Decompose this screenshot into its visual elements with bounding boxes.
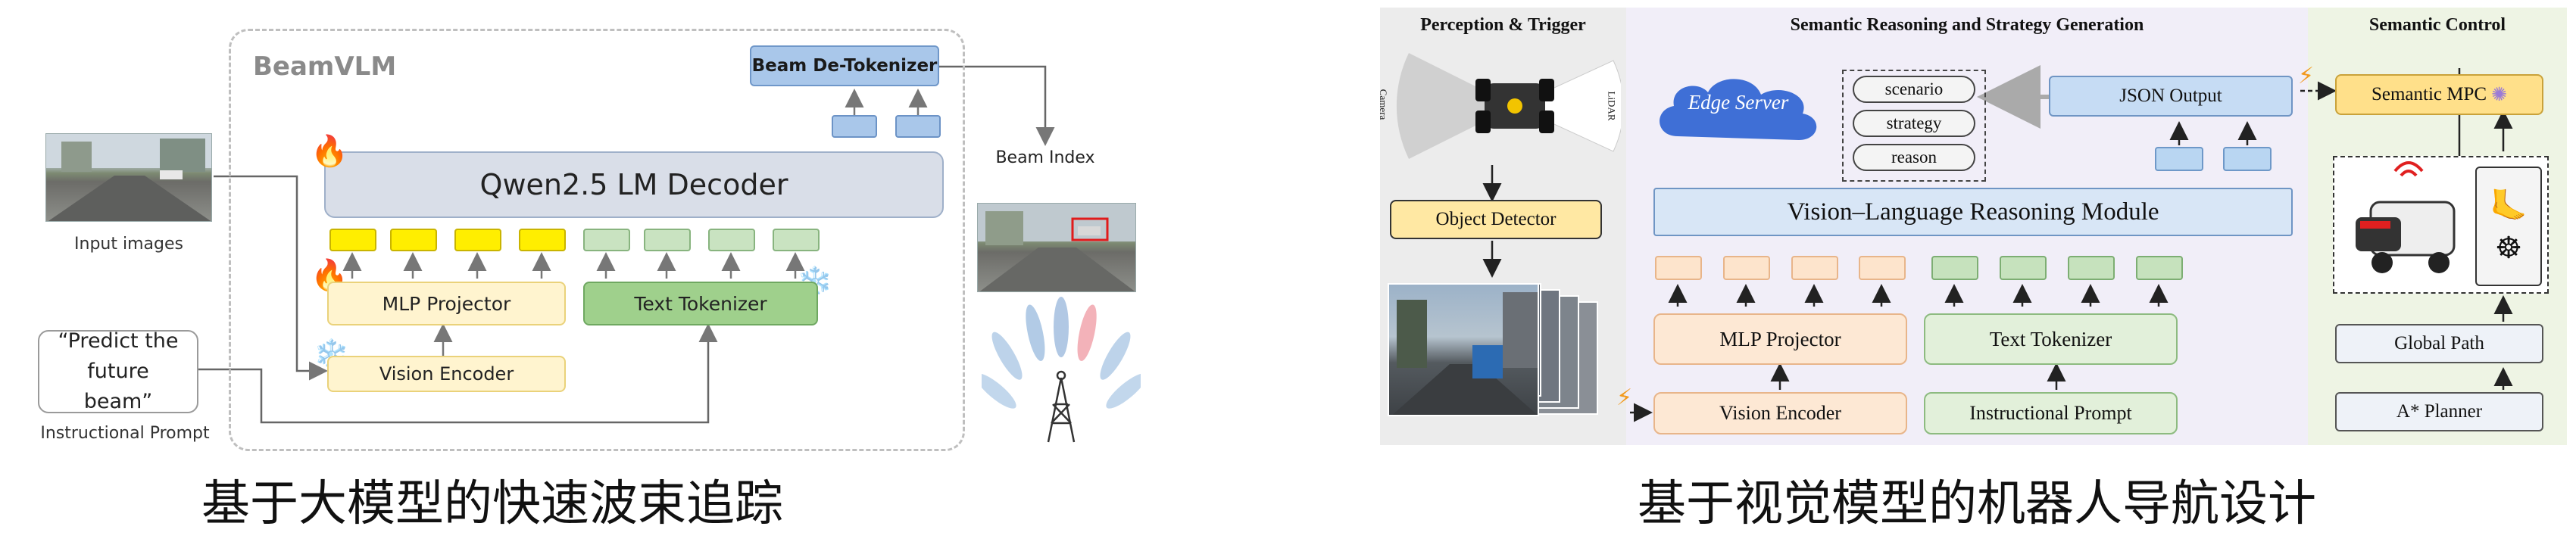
vision-token [454,229,501,251]
text-token [2000,256,2047,280]
text-tokenizer-box: Text Tokenizer [1924,313,2178,365]
lm-decoder-box: Qwen2.5 LM Decoder [324,151,944,218]
controls-panel: 🦶 ☸ [2475,167,2542,286]
svg-text:⚡: ⚡ [2298,63,2314,89]
text-tokenizer-label: Text Tokenizer [1989,327,2112,350]
text-tokenizer-label: Text Tokenizer [634,292,767,315]
vision-encoder-box: Vision Encoder [1653,392,1907,434]
vision-token [519,229,566,251]
mlp-projector-box: MLP Projector [327,282,566,325]
vision-token [1791,256,1838,280]
beamvlm-container [229,29,965,451]
semantic-title: Semantic Reasoning and Strategy Generati… [1790,15,2144,35]
json-field-scenario: scenario [1853,76,1975,103]
object-detector-box: Object Detector [1390,200,1602,239]
delivery-robot-icon [2356,161,2456,273]
camera-label: Camera [1378,89,1390,120]
text-token [1931,256,1978,280]
text-token [708,229,755,251]
edge-server-cloud-icon [1660,79,1817,140]
output-token [895,115,941,138]
perception-title: Perception & Trigger [1420,15,1586,35]
vlrm-box: Vision–Language Reasoning Module [1653,188,2293,236]
gear-icon: ✺ [2491,85,2508,105]
text-token [2136,256,2183,280]
lm-decoder-label: Qwen2.5 LM Decoder [479,168,788,201]
brake-pedal-icon: 🦶 [2490,188,2528,223]
text-tokenizer-box: Text Tokenizer [583,282,818,325]
mlp-projector-box: MLP Projector [1653,313,1907,365]
beamvlm-title: BeamVLM [253,51,397,82]
vision-token [1655,256,1702,280]
beam-detokenizer-box: Beam De-Tokenizer [750,45,939,86]
street-scene-icon [46,134,211,221]
mlp-projector-label: MLP Projector [1719,327,1841,350]
vision-token [329,229,376,251]
beam-detokenizer-label: Beam De-Tokenizer [751,56,938,76]
beam-index-label: Beam Index [995,148,1095,167]
control-title: Semantic Control [2368,15,2506,35]
left-caption: 基于大模型的快速波束追踪 [201,476,783,532]
semantic-mpc-label: Semantic MPC [2371,84,2487,104]
camera-frame-front [1388,283,1539,416]
street-scene-icon [978,204,1135,291]
json-output-label: JSON Output [2119,86,2222,106]
json-field-strategy: strategy [1853,110,1975,137]
vlrm-label: Vision–Language Reasoning Module [1787,198,2159,226]
input-image [45,133,212,222]
steering-wheel-icon: ☸ [2495,230,2522,266]
prompt-box: “Predict the future beam” [38,329,198,413]
vision-encoder-label: Vision Encoder [1719,402,1841,424]
json-field-reason: reason [1853,144,1975,171]
edge-server-label: Edge Server [1688,91,1789,114]
flame-icon: 🔥 [311,134,348,169]
vision-token [1859,256,1906,280]
global-path-box: Global Path [2335,324,2543,363]
prompt-label: Instructional Prompt [40,424,210,443]
text-token [773,229,820,251]
vision-encoder-label: Vision Encoder [379,363,514,385]
lidar-label: LiDAR [1606,91,1618,121]
semantic-mpc-box: Semantic MPC ✺ [2335,74,2543,115]
output-token [2223,147,2272,171]
text-token [2068,256,2115,280]
astar-planner-box: A* Planner [2335,392,2543,431]
vision-token [1723,256,1770,280]
prompt-text: “Predict the future beam” [58,329,179,413]
json-fields-box [1842,70,1986,182]
vision-encoder-box: Vision Encoder [327,356,566,392]
svg-text:⚡: ⚡ [1616,385,1632,411]
object-detector-label: Object Detector [1435,209,1557,229]
instructional-prompt-label: Instructional Prompt [1969,402,2132,424]
robot-topview-icon [1396,53,1621,159]
astar-planner-label: A* Planner [2396,401,2483,422]
json-output-box: JSON Output [2049,76,2293,117]
beam-output-image [977,203,1136,292]
output-token [2155,147,2203,171]
right-caption: 基于视觉模型的机器人导航设计 [1638,476,2316,532]
output-token [832,115,877,138]
city-street-icon [1392,292,1538,415]
vision-token [390,229,437,251]
input-images-label: Input images [74,235,183,254]
mlp-projector-label: MLP Projector [382,292,511,315]
antenna-beam-icon [982,297,1141,443]
instructional-prompt-box: Instructional Prompt [1924,392,2178,434]
global-path-label: Global Path [2394,333,2484,353]
text-token [583,229,630,251]
text-token [644,229,691,251]
